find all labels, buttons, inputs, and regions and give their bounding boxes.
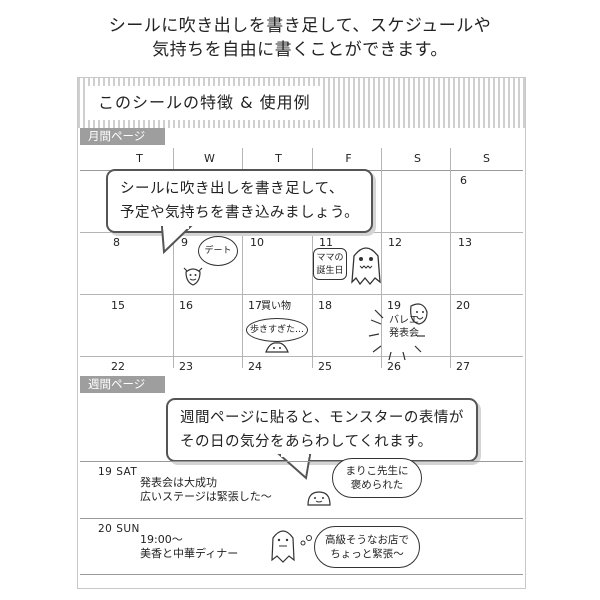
date-number: 8 [113,236,120,249]
ballet-note: バレエ 発表会 [389,314,419,340]
nervous-ghost-icon [271,530,295,563]
grid-line [381,148,382,368]
note-line: 発表会 [389,328,419,339]
weekly-thought-bubble: 高級そうなお店で ちょっと緊張～ [314,526,420,568]
monthly-callout-bubble: シールに吹き出しを書き足して、 予定や気持ちを書き込みましょう。 [106,169,374,233]
note-line: バレエ [389,315,419,326]
grid-line [173,148,174,368]
date-number: 12 [388,236,402,249]
weekly-date: 19 SAT [98,466,138,478]
callout-line: その日の気分をあらわしてくれます。 [180,434,433,450]
note-line: 褒められた [350,479,404,491]
melted-monster-icon [265,342,289,353]
date-number: 27 [456,360,470,373]
weekly-callout-bubble: 週間ページに貼ると、モンスターの表情が その日の気分をあらわしてくれます。 [166,398,478,462]
note-line: ちょっと緊張～ [330,548,404,560]
shopping-note: 買い物 [261,301,291,312]
date-number: 6 [460,174,467,187]
usage-example-page: このシールの特徴 & 使用例 月間ページ T W T F S S 6 8 9 1… [77,77,526,589]
callout-line: シールに吹き出しを書き足して、 [120,181,344,197]
smiling-monster-icon [307,491,331,506]
date-number: 10 [250,236,264,249]
date-number: 25 [318,360,332,373]
ghost-monster-icon [351,247,381,286]
date-number: 17 [248,299,262,312]
callout-tail [160,226,193,254]
weekly-note: 発表会は大成功 広いステージは緊張した～ [140,476,272,504]
weekly-page-tab: 週間ページ [80,376,166,393]
date-number: 22 [111,360,125,373]
callout-line: 週間ページに貼ると、モンスターの表情が [180,410,464,426]
date-number: 26 [387,360,401,373]
weekday-label: T [275,152,282,165]
weekly-row-divider [80,518,523,519]
date-speech-sticker: デート [198,236,238,266]
intro-line-1: シールに吹き出しを書き足して、スケジュールや [108,16,492,36]
intro-text: シールに吹き出しを書き足して、スケジュールや 気持ちを自由に書くことができます。 [0,14,600,62]
weekday-label: S [414,152,421,165]
note-line: ママの [316,253,344,263]
grid-line [312,148,313,368]
birthday-note: ママの 誕生日 [313,248,347,280]
date-number: 11 [319,236,333,249]
callout-line: 予定や気持ちを書き込みましょう。 [120,205,360,221]
weekly-thought-bubble: まりこ先生に 褒められた [332,458,422,498]
date-number: 24 [248,360,262,373]
weekday-label: F [345,152,352,165]
weekly-row-divider [80,461,523,462]
weekday-label: T [136,152,143,165]
weekly-date: 20 SUN [98,523,140,535]
weekly-note: 19:00～ 美香と中華ディナー [140,533,238,561]
note-line: まりこ先生に [345,465,409,477]
thought-dots-icon [300,535,312,546]
tired-bubble: 歩きすぎた… [246,318,308,342]
weekday-label: S [483,152,490,165]
date-number: 18 [318,299,332,312]
date-number: 23 [179,360,193,373]
note-line: 19:00～ [140,533,183,546]
date-number: 16 [179,299,193,312]
date-number: 19 [387,299,401,312]
note-line: 発表会は大成功 [140,476,217,489]
date-number: 13 [458,236,472,249]
callout-tail [277,454,312,480]
ballet-sparkle-icon [368,303,428,361]
grid-line [242,148,243,368]
grid-line [450,148,451,368]
grid-line [80,294,523,295]
weekday-header: T W T F S S [80,148,523,171]
note-line: 高級そうなお店で [325,534,409,546]
note-line: 美香と中華ディナー [140,547,239,560]
weekday-label: W [204,152,215,165]
grid-line [80,356,523,357]
date-number: 20 [456,299,470,312]
monster-sticker-icon [183,267,203,286]
note-line: 広いステージは緊張した～ [140,490,272,503]
note-line: 誕生日 [316,266,344,276]
monthly-page-tab: 月間ページ [80,128,166,145]
date-number: 9 [181,236,188,249]
section-title: このシールの特徴 & 使用例 [88,86,321,120]
intro-line-2: 気持ちを自由に書くことができます。 [152,40,448,60]
date-number: 15 [111,299,125,312]
weekly-row-divider [80,574,523,575]
